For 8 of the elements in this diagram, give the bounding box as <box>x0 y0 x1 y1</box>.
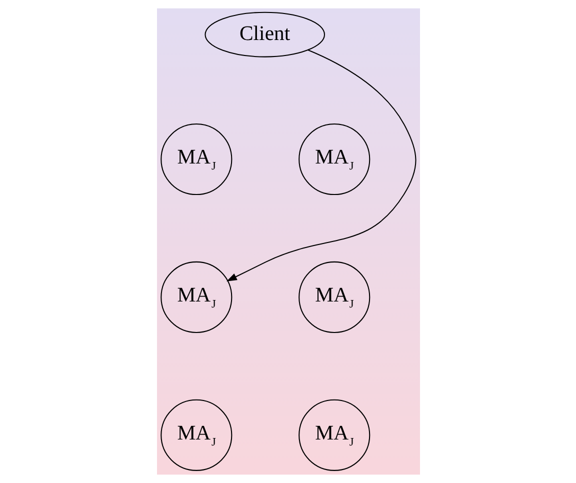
node-circle: MA$_{J}$ <box>160 399 232 471</box>
node-circle: MA$_{J}$ <box>160 261 232 333</box>
node-circle: MA$_{J}$ <box>298 123 370 196</box>
node-circle: MA$_{J}$ <box>160 123 232 196</box>
node-circle: MA$_{J}$ <box>298 399 370 471</box>
arrow <box>226 50 416 282</box>
node-circle: MA$_{J}$ <box>298 261 370 333</box>
node-ellipse: Client <box>204 12 325 58</box>
